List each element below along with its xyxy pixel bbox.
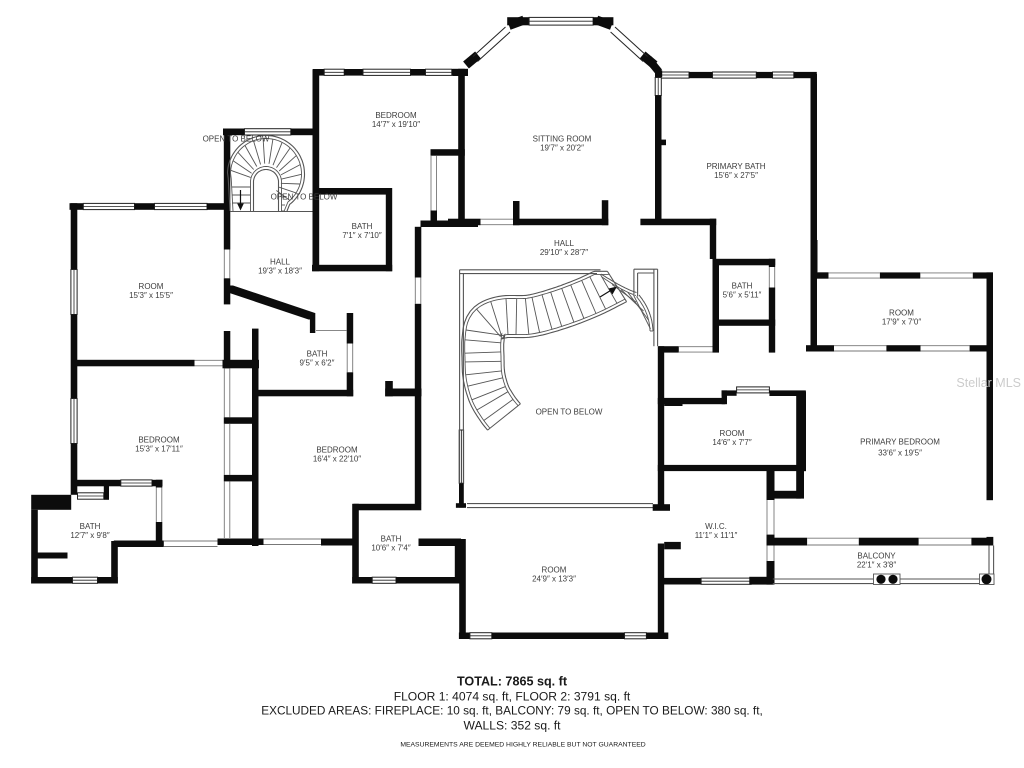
svg-text:7′1″ x 7′10″: 7′1″ x 7′10″ — [342, 231, 382, 240]
svg-text:15′3″ x 17′11″: 15′3″ x 17′11″ — [135, 444, 183, 453]
svg-text:FLOOR 1: 4074 sq. ft, FLOOR 2:: FLOOR 1: 4074 sq. ft, FLOOR 2: 3791 sq. … — [394, 690, 631, 704]
svg-text:BATH: BATH — [307, 350, 328, 359]
svg-text:BATH: BATH — [352, 222, 373, 231]
svg-text:MEASUREMENTS ARE DEEMED HIGHLY: MEASUREMENTS ARE DEEMED HIGHLY RELIABLE … — [400, 742, 645, 749]
svg-text:10′6″ x 7′4″: 10′6″ x 7′4″ — [371, 543, 411, 552]
svg-text:OPEN TO BELOW: OPEN TO BELOW — [536, 408, 603, 417]
svg-text:SITTING ROOM: SITTING ROOM — [533, 135, 592, 144]
svg-text:19′7″ x 20′2″: 19′7″ x 20′2″ — [540, 143, 584, 152]
svg-text:BATH: BATH — [80, 522, 101, 531]
svg-text:16′4″ x 22′10″: 16′4″ x 22′10″ — [313, 454, 361, 463]
svg-text:22′1″ x 3′8″: 22′1″ x 3′8″ — [857, 560, 897, 569]
svg-text:24′9″ x 13′3″: 24′9″ x 13′3″ — [532, 574, 576, 583]
svg-text:19′3″ x 18′3″: 19′3″ x 18′3″ — [258, 266, 302, 275]
svg-text:17′9″ x 7′0″: 17′9″ x 7′0″ — [882, 317, 922, 326]
svg-text:5′6″ x 5′11″: 5′6″ x 5′11″ — [723, 290, 762, 299]
svg-text:15′6″ x 27′5″: 15′6″ x 27′5″ — [714, 171, 758, 180]
svg-text:BEDROOM: BEDROOM — [375, 111, 417, 120]
svg-text:9′5″ x 6′2″: 9′5″ x 6′2″ — [300, 358, 335, 367]
svg-text:PRIMARY BEDROOM: PRIMARY BEDROOM — [860, 438, 940, 447]
svg-text:OPEN TO BELOW: OPEN TO BELOW — [271, 193, 338, 202]
svg-text:15′3″ x 15′5″: 15′3″ x 15′5″ — [129, 291, 173, 300]
svg-text:ROOM: ROOM — [139, 282, 164, 291]
svg-text:33′6″ x 19′5″: 33′6″ x 19′5″ — [878, 448, 922, 457]
svg-text:BEDROOM: BEDROOM — [316, 446, 358, 455]
svg-text:WALLS: 352 sq. ft: WALLS: 352 sq. ft — [463, 719, 561, 733]
svg-text:ROOM: ROOM — [542, 566, 567, 575]
svg-text:Stellar MLS: Stellar MLS — [956, 376, 1021, 390]
svg-text:11′1″ x 11′1″: 11′1″ x 11′1″ — [695, 531, 738, 540]
svg-text:12′7″ x 9′8″: 12′7″ x 9′8″ — [70, 531, 110, 540]
svg-text:ROOM: ROOM — [889, 309, 914, 318]
svg-text:29′10″ x 28′7″: 29′10″ x 28′7″ — [540, 248, 588, 257]
svg-text:EXCLUDED AREAS: FIREPLACE: 10: EXCLUDED AREAS: FIREPLACE: 10 sq. ft, BA… — [261, 704, 763, 718]
svg-text:14′7″ x 19′10″: 14′7″ x 19′10″ — [372, 120, 420, 129]
svg-text:BATH: BATH — [732, 282, 753, 291]
svg-text:BATH: BATH — [381, 535, 402, 544]
svg-text:HALL: HALL — [554, 239, 575, 248]
svg-text:W.I.C.: W.I.C. — [705, 522, 727, 531]
svg-text:TOTAL: 7865 sq. ft: TOTAL: 7865 sq. ft — [457, 675, 568, 689]
svg-text:PRIMARY BATH: PRIMARY BATH — [706, 162, 765, 171]
svg-text:OPEN TO BELOW: OPEN TO BELOW — [203, 135, 270, 144]
svg-text:ROOM: ROOM — [720, 429, 745, 438]
svg-text:BEDROOM: BEDROOM — [138, 436, 180, 445]
svg-text:BALCONY: BALCONY — [857, 552, 896, 561]
svg-text:14′6″ x 7′7″: 14′6″ x 7′7″ — [712, 438, 752, 447]
svg-text:HALL: HALL — [270, 258, 291, 267]
